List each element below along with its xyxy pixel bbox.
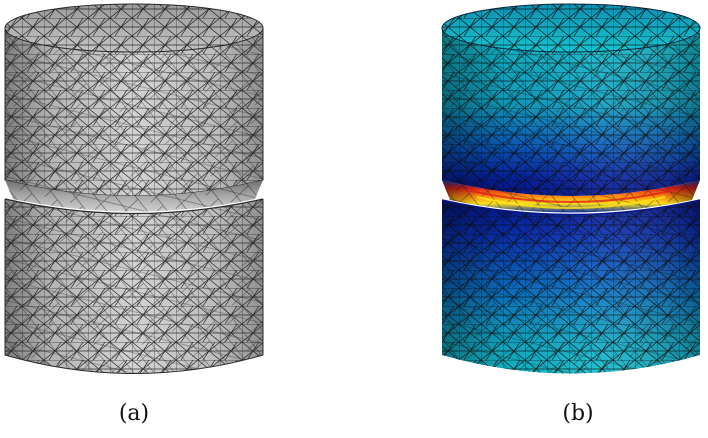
lower-cylinder-stress [441,199,701,374]
caption-b: (b) [562,401,594,426]
neck-high-stress-band [442,180,700,213]
mesh-cylinder-gray [4,3,264,374]
upper-cylinder-stress [441,3,701,196]
panel-a-mesh-cylinder [0,0,270,390]
panel-b-stress-cylinder [437,0,707,390]
stress-contour-cylinder [441,3,701,374]
caption-a: (a) [118,401,150,426]
neck-groove [5,180,263,212]
upper-cylinder [4,3,264,197]
lower-cylinder [4,198,264,374]
